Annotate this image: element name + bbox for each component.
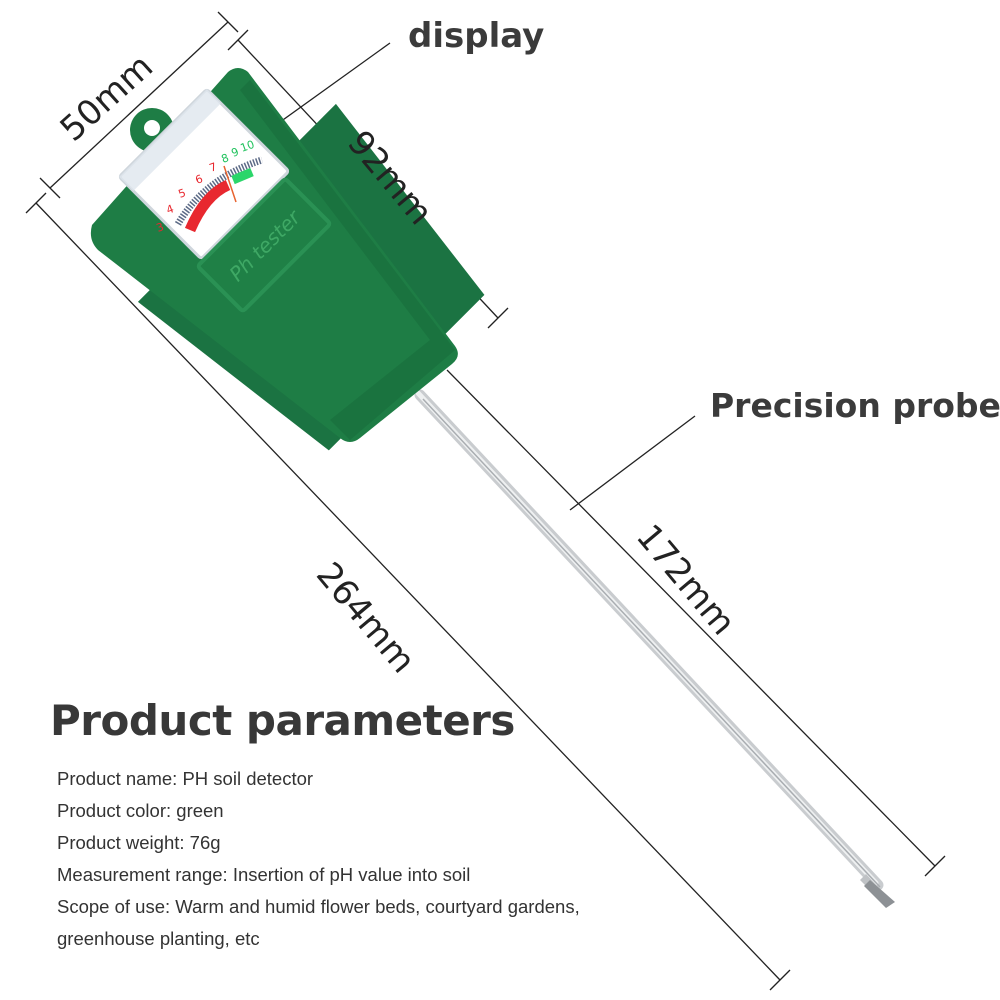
- scale-tick-9: 9: [230, 145, 241, 160]
- scale-tick-6: 6: [194, 172, 205, 187]
- device-body: 3 4 5 6 7 8 9 10 Ph tester: [90, 68, 485, 451]
- parameter-measurement-range: Measurement range: Insertion of pH value…: [57, 864, 471, 885]
- scale-tick-10: 10: [239, 138, 257, 155]
- scale-tick-3: 3: [155, 220, 166, 235]
- meter-display: [118, 88, 290, 260]
- probe: [414, 389, 895, 908]
- parameters-list: Product name: PH soil detector Product c…: [57, 763, 697, 955]
- meter-scale: 3 4 5 6 7 8 9 10: [155, 138, 264, 235]
- parameters-title: Product parameters: [50, 696, 515, 745]
- callout-display: display: [408, 16, 545, 56]
- parameter-product-color: Product color: green: [57, 800, 224, 821]
- scale-tick-4: 4: [165, 202, 176, 217]
- scale-tick-5: 5: [177, 186, 188, 201]
- callout-precision-probe: Precision probe: [710, 386, 1000, 425]
- scale-tick-7: 7: [208, 160, 219, 175]
- parameter-product-weight: Product weight: 76g: [57, 832, 221, 853]
- parameter-scope-of-use: Scope of use: Warm and humid flower beds…: [57, 896, 580, 917]
- scale-tick-8: 8: [220, 151, 231, 166]
- parameter-scope-of-use-continued: greenhouse planting, etc: [57, 928, 260, 949]
- parameter-product-name: Product name: PH soil detector: [57, 768, 314, 789]
